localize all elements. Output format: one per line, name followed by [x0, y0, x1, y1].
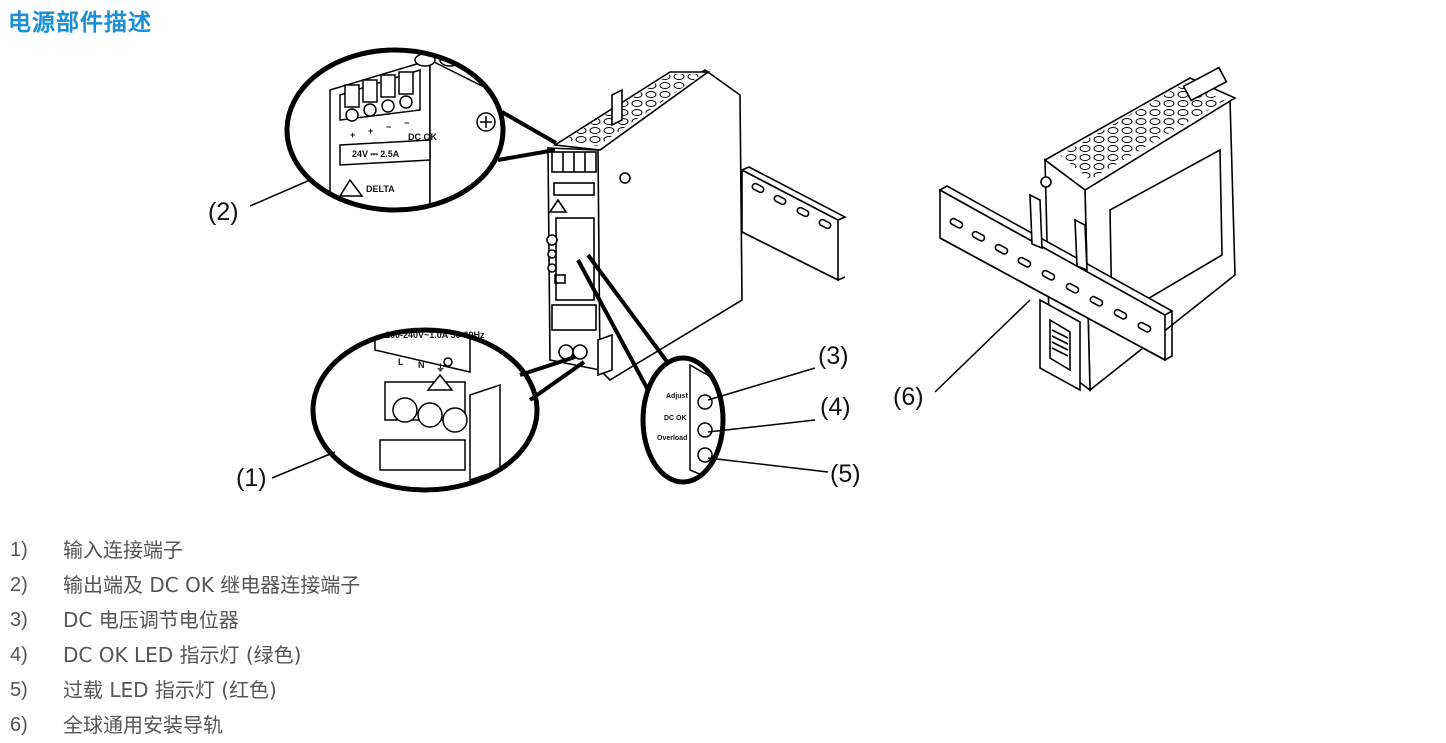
callout-4-leader: [707, 419, 816, 433]
legend-item: 4) DC OK LED 指示灯 (绿色): [10, 638, 360, 673]
legend-item-text: 全球通用安装导轨: [63, 713, 223, 737]
zoom-top-rating: 24V ⎓ 2.5A: [352, 149, 400, 159]
right-power-supply: [938, 66, 1237, 392]
callout-2: (2): [208, 198, 239, 226]
callout-1: (1): [236, 464, 267, 492]
callout-6: (6): [893, 383, 924, 411]
zoom-top-polarity-4: −: [404, 118, 409, 128]
overload-led-icon: [697, 447, 713, 463]
zoom-bottom-terminal-l: L: [398, 357, 404, 367]
callout-5: (5): [830, 460, 861, 488]
legend-item-number: 4): [10, 644, 28, 666]
zoom-top-brand: DELTA: [366, 184, 395, 194]
zoom-top-polarity-1: +: [350, 130, 355, 140]
legend-item: 5) 过载 LED 指示灯 (红色): [10, 673, 360, 708]
legend-item-text: 输出端及 DC OK 继电器连接端子: [63, 573, 361, 597]
zoom-top-dcok: DC OK: [408, 132, 438, 142]
zoom-right-dcok: DC OK: [664, 415, 687, 422]
callouts: [249, 179, 1031, 479]
callout-5-leader: [707, 457, 829, 473]
figure-drawing: + + − − 24V ⎓ 2.5A DC OK DELTA: [208, 47, 1237, 493]
legend-item-number: 6): [10, 714, 28, 736]
zoom-right-overload: Overload: [657, 435, 687, 442]
legend-item-text: 过载 LED 指示灯 (红色): [63, 678, 277, 702]
legend-item-number: 2): [10, 574, 28, 596]
power-supply-figure: + + − − 24V ⎓ 2.5A DC OK DELTA: [208, 47, 1237, 493]
adjust-pot-icon: [697, 394, 713, 410]
callout-3-leader: [707, 367, 816, 401]
legend-item-number: 5): [10, 679, 28, 701]
legend-item-text: DC OK LED 指示灯 (绿色): [63, 643, 302, 667]
zoom-indicators: Adjust DC OK Overload: [576, 253, 726, 485]
page-title: 电源部件描述: [8, 10, 152, 36]
dcok-led-icon: [697, 422, 713, 438]
zoom-bottom-terminal-pe: ⏚: [436, 363, 445, 373]
callout-4: (4): [820, 393, 851, 421]
legend-item-text: DC 电压调节电位器: [63, 608, 239, 632]
callout-3: (3): [818, 342, 849, 370]
zoom-top-polarity-2: +: [368, 126, 373, 136]
legend-item: 1) 输入连接端子: [10, 533, 360, 568]
legend-item-number: 3): [10, 609, 28, 631]
legend-item: 3) DC 电压调节电位器: [10, 603, 360, 638]
parts-legend: 1) 输入连接端子 2) 输出端及 DC OK 继电器连接端子 3) DC 电压…: [10, 533, 360, 743]
adjust-pot-small: [546, 234, 558, 246]
callout-1-leader: [271, 451, 336, 479]
legend-item-text: 输入连接端子: [63, 538, 183, 562]
legend-item-number: 1): [10, 539, 28, 561]
zoom-bottom-rating: 100-240V~1.0A 50-60Hz: [385, 330, 485, 340]
zoom-top-polarity-3: −: [386, 122, 391, 132]
zoom-bottom-terminal-n: N: [418, 360, 425, 370]
legend-item: 6) 全球通用安装导轨: [10, 708, 360, 743]
legend-item: 2) 输出端及 DC OK 继电器连接端子: [10, 568, 360, 603]
zoom-output-terminals: + + − − 24V ⎓ 2.5A DC OK DELTA: [284, 47, 557, 213]
zoom-input-terminals: 100-240V~1.0A 50-60Hz L N ⏚: [310, 327, 586, 493]
zoom-right-adjust: Adjust: [666, 393, 688, 400]
callout-6-leader: [934, 299, 1031, 393]
left-power-supply: [546, 69, 847, 382]
callout-2-leader: [249, 179, 311, 207]
